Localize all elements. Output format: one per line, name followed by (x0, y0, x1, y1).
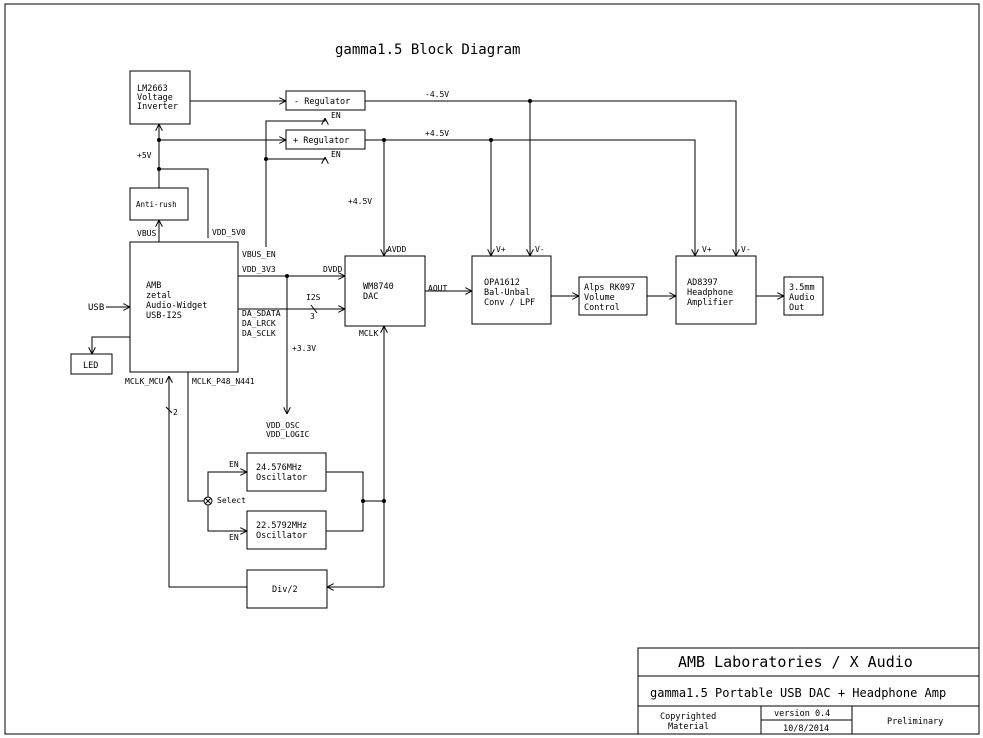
svg-text:VDD_OSC: VDD_OSC (266, 421, 300, 430)
block-div2: Div/2 (246, 569, 328, 609)
svg-text:DA_SCLK: DA_SCLK (242, 329, 276, 338)
svg-text:+3.3V: +3.3V (292, 344, 316, 353)
svg-text:+4.5V: +4.5V (425, 129, 449, 138)
diagram-title: gamma1.5 Block Diagram (335, 42, 520, 58)
svg-text:+4.5V: +4.5V (348, 197, 372, 206)
svg-text:Bal-Unbal: Bal-Unbal (484, 288, 530, 298)
svg-text:Audio: Audio (789, 293, 815, 303)
block-amb-usb: AMB zetal Audio-Widget USB-I2S (129, 241, 239, 373)
svg-text:VDD_LOGIC: VDD_LOGIC (266, 430, 310, 439)
svg-text:LED: LED (83, 361, 98, 371)
svg-text:Alps RK097: Alps RK097 (584, 283, 635, 293)
svg-text:I2S: I2S (306, 293, 321, 302)
block-wm8740: WM8740 DAC (344, 255, 426, 327)
svg-text:AD8397: AD8397 (687, 278, 718, 288)
product-name: gamma1.5 Portable USB DAC + Headphone Am… (650, 686, 946, 700)
svg-text:zetal: zetal (146, 291, 172, 301)
svg-text:V-: V- (535, 245, 545, 254)
svg-text:-4.5V: -4.5V (425, 90, 449, 99)
svg-text:24.576MHz: 24.576MHz (256, 463, 302, 473)
block-anti-rush: Anti-rush (129, 187, 189, 221)
block-neg-regulator: - Regulator (285, 90, 366, 111)
title-block: AMB Laboratories / X Audio gamma1.5 Port… (637, 647, 980, 735)
svg-text:WM8740: WM8740 (363, 282, 394, 292)
svg-text:Out: Out (789, 303, 804, 313)
svg-text:MCLK: MCLK (359, 329, 378, 338)
svg-text:USB-I2S: USB-I2S (146, 311, 182, 321)
svg-text:MCLK_MCU: MCLK_MCU (125, 377, 164, 386)
junction-dots (157, 99, 532, 503)
svg-text:+5V: +5V (137, 151, 152, 160)
svg-text:Anti-rush: Anti-rush (136, 200, 177, 209)
svg-text:Div/2: Div/2 (272, 585, 298, 595)
svg-text:2: 2 (173, 408, 178, 417)
svg-text:V+: V+ (702, 245, 712, 254)
block-led: LED (70, 353, 113, 375)
svg-text:EN: EN (229, 533, 239, 542)
svg-text:VBUS_EN: VBUS_EN (242, 250, 276, 259)
block-opa1612: OPA1612 Bal-Unbal Conv / LPF (471, 255, 552, 325)
svg-text:LM2663: LM2663 (137, 84, 168, 94)
svg-text:Conv / LPF: Conv / LPF (484, 298, 535, 308)
select-switch-icon (203, 496, 213, 506)
version: version 0.4 (774, 709, 830, 719)
copyright-line-1: Copyrighted (660, 712, 716, 722)
block-osc2: 22.5792MHz Oscillator (246, 510, 327, 550)
svg-text:V-: V- (741, 245, 751, 254)
block-osc1: 24.576MHz Oscillator (246, 452, 327, 492)
svg-text:Inverter: Inverter (137, 102, 178, 112)
date: 10/8/2014 (783, 724, 829, 734)
svg-text:DAC: DAC (363, 292, 378, 302)
svg-text:AMB: AMB (146, 281, 161, 291)
svg-text:DA_SDATA: DA_SDATA (242, 309, 281, 318)
svg-text:Amplifier: Amplifier (687, 298, 733, 308)
signal-labels: -4.5V +4.5V +4.5V +5V EN EN VBUS VDD_5V0… (88, 90, 751, 542)
svg-text:Select: Select (217, 496, 246, 505)
svg-text:- Regulator: - Regulator (294, 97, 350, 107)
svg-text:Oscillator: Oscillator (256, 531, 307, 541)
svg-text:+ Regulator: + Regulator (293, 136, 349, 146)
block-ad8397: AD8397 Headphone Amplifier (675, 255, 757, 325)
svg-text:Volume: Volume (584, 293, 615, 303)
svg-text:22.5792MHz: 22.5792MHz (256, 521, 307, 531)
svg-text:3.5mm: 3.5mm (789, 283, 815, 293)
svg-text:VDD_3V3: VDD_3V3 (242, 265, 276, 274)
block-audio-out: 3.5mm Audio Out (783, 276, 824, 316)
svg-text:Headphone: Headphone (687, 288, 733, 298)
svg-text:Control: Control (584, 303, 620, 313)
svg-text:AVDD: AVDD (387, 245, 406, 254)
block-pos-regulator: + Regulator (285, 129, 366, 150)
block-alps: Alps RK097 Volume Control (578, 276, 648, 316)
svg-text:DA_LRCK: DA_LRCK (242, 319, 276, 328)
copyright-line-2: Material (668, 722, 709, 732)
status: Preliminary (887, 717, 943, 727)
svg-text:3: 3 (310, 312, 315, 321)
svg-text:Oscillator: Oscillator (256, 473, 307, 483)
block-lm2663: LM2663 Voltage Inverter (129, 70, 191, 125)
company-name: AMB Laboratories / X Audio (678, 653, 913, 671)
svg-text:AOUT: AOUT (428, 284, 447, 293)
svg-text:Voltage: Voltage (137, 93, 173, 103)
drawing-border (4, 3, 980, 735)
svg-text:OPA1612: OPA1612 (484, 278, 520, 288)
svg-text:DVDD: DVDD (323, 265, 342, 274)
svg-text:EN: EN (331, 150, 341, 159)
svg-text:USB: USB (88, 303, 104, 313)
svg-text:Audio-Widget: Audio-Widget (146, 301, 207, 311)
svg-text:EN: EN (331, 111, 341, 120)
svg-text:EN: EN (229, 460, 239, 469)
svg-text:VDD_5V0: VDD_5V0 (212, 228, 246, 237)
svg-text:V+: V+ (496, 245, 506, 254)
svg-text:VBUS: VBUS (137, 229, 156, 238)
svg-text:MCLK_P48_N441: MCLK_P48_N441 (192, 377, 255, 386)
